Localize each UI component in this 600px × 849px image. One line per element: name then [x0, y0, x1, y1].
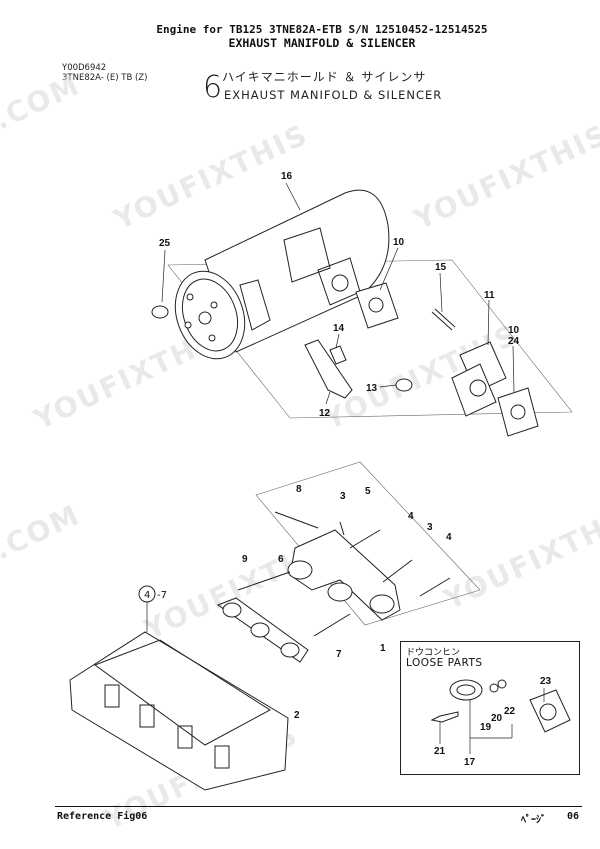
- engine-model: 3TNE82A- (E) TB (Z): [62, 73, 148, 83]
- cylinder-head: [69, 631, 289, 791]
- svg-text:YOUFIXTHIS: YOUFIXTHIS: [438, 498, 600, 617]
- figure-title-jp: ハイキマニホールド ＆ サイレンサ: [222, 70, 427, 84]
- callout-11: 11: [484, 290, 495, 301]
- leader-lines: [161, 182, 515, 405]
- loose-parts-title-en: LOOSE PARTS: [406, 657, 483, 669]
- callout-7: 7: [336, 649, 342, 660]
- reference-circle-number: 4: [144, 590, 150, 601]
- callout-13: 13: [366, 383, 378, 394]
- figure-title-en: EXHAUST MANIFOLD & SILENCER: [224, 88, 443, 102]
- callout-16: 16: [281, 171, 293, 182]
- footer-page-label: ﾍﾟｰｼﾞ: [521, 815, 546, 826]
- footer-divider: [55, 806, 582, 807]
- loose-parts-drawing: [430, 679, 571, 733]
- callout-22: 22: [504, 706, 516, 717]
- svg-text:.COM: .COM: [0, 68, 85, 136]
- callout-15: 15: [435, 262, 447, 273]
- callout-21: 21: [434, 746, 446, 757]
- callout-6: 6: [278, 554, 284, 565]
- callout-10b: 10: [508, 325, 520, 336]
- loose-parts-box: [400, 641, 580, 775]
- callout-5: 5: [365, 486, 371, 497]
- callout-24: 24: [508, 336, 520, 347]
- callout-17: 17: [464, 757, 476, 768]
- callout-3: 3: [340, 491, 346, 502]
- callout-9: 9: [242, 554, 248, 565]
- manifold-assembly: [216, 461, 481, 663]
- callout-3b: 3: [427, 522, 433, 533]
- svg-text:YOUFIXTHIS: YOUFIXTHIS: [408, 118, 600, 237]
- drawing-code: Y00D6942: [62, 63, 107, 73]
- callout-1: 1: [380, 643, 386, 654]
- callout-12: 12: [319, 408, 331, 419]
- header-title: Engine for TB125 3TNE82A-ETB S/N 1251045…: [156, 23, 488, 36]
- callout-8: 8: [296, 484, 302, 495]
- footer-page-number: 06: [567, 811, 580, 822]
- callout-10: 10: [393, 237, 405, 248]
- callout-20: 20: [491, 713, 503, 724]
- callout-23: 23: [540, 676, 552, 687]
- callout-19: 19: [480, 722, 492, 733]
- reference-suffix: -7: [157, 590, 167, 601]
- header-subtitle: EXHAUST MANIFOLD & SILENCER: [228, 36, 416, 50]
- svg-text:.COM: .COM: [0, 498, 85, 566]
- callout-4b: 4: [446, 532, 452, 543]
- figure-number: 6: [203, 70, 223, 105]
- footer-reference: Reference Fig06: [57, 811, 148, 822]
- callout-14: 14: [333, 323, 345, 334]
- silencer-assembly: [151, 189, 573, 437]
- callout-2: 2: [294, 710, 300, 721]
- callout-25: 25: [159, 238, 171, 249]
- callout-4: 4: [408, 511, 414, 522]
- loose-parts-title-jp: ドウコンヒン: [406, 648, 461, 658]
